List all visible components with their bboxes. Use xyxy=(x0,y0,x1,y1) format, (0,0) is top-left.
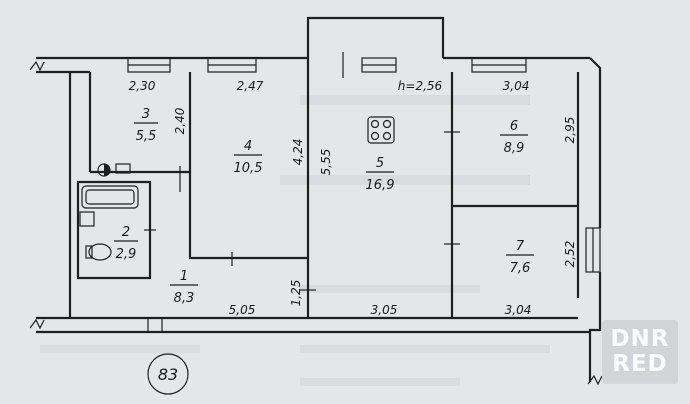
dimension-labels: 2,30 2,47 h=2,56 3,04 2,40 4,24 5,55 2,9… xyxy=(129,79,577,317)
room-4-number: 4 xyxy=(244,139,252,154)
room-4-area: 10,5 xyxy=(234,161,263,176)
dim-v-room7: 2,52 xyxy=(563,241,577,268)
dim-bottom-left: 5,05 xyxy=(229,303,256,317)
break-marks xyxy=(29,60,603,386)
apartment-number: 83 xyxy=(158,365,178,384)
dim-v-room3: 2,40 xyxy=(173,107,187,134)
watermark-line2: RED xyxy=(612,351,668,377)
apartment-number-marker: 83 xyxy=(147,353,189,395)
room-7-area: 7,6 xyxy=(510,261,531,276)
watermark-line1: DNR xyxy=(610,326,670,352)
dim-top-room3: 2,30 xyxy=(129,79,156,93)
room-3-number: 3 xyxy=(142,107,150,122)
dim-v-corridor: 1,25 xyxy=(289,280,303,307)
room-5-area: 16,9 xyxy=(366,178,395,193)
bathtub-icon xyxy=(81,185,139,209)
balcony-outline xyxy=(306,16,445,58)
sink-icon xyxy=(79,211,95,227)
background-texture xyxy=(40,95,550,386)
exterior-walls xyxy=(36,56,602,382)
toilet-icon xyxy=(85,243,112,261)
room-2-area: 2,9 xyxy=(116,247,137,262)
dim-v-room6: 2,95 xyxy=(563,117,577,144)
dim-v-room5: 5,55 xyxy=(319,149,333,176)
windows xyxy=(127,57,601,273)
dim-v-room4: 4,24 xyxy=(291,139,305,166)
room-1-area: 8,3 xyxy=(174,291,195,306)
room-6-number: 6 xyxy=(510,119,518,134)
dim-bottom-mid: 3,05 xyxy=(371,303,398,317)
dim-top-room6: 3,04 xyxy=(503,79,530,93)
room-6-area: 8,9 xyxy=(504,141,525,156)
dim-top-room4: 2,47 xyxy=(237,79,264,93)
room-labels: 3 5,5 4 10,5 5 16,9 6 8,9 7 7,6 2 2,9 1 … xyxy=(114,107,534,306)
room-3-area: 5,5 xyxy=(136,129,157,144)
door-marks xyxy=(144,52,460,332)
ceiling-height: h=2,56 xyxy=(398,79,443,93)
watermark-logo: DNR RED xyxy=(602,320,678,384)
room-5-number: 5 xyxy=(376,156,384,171)
room-2-number: 2 xyxy=(122,225,130,240)
room-7-number: 7 xyxy=(516,239,525,254)
stove-icon xyxy=(367,116,395,144)
room-1-number: 1 xyxy=(180,269,188,284)
dim-bottom-right: 3,04 xyxy=(505,303,532,317)
water-heater-icon xyxy=(97,163,131,177)
